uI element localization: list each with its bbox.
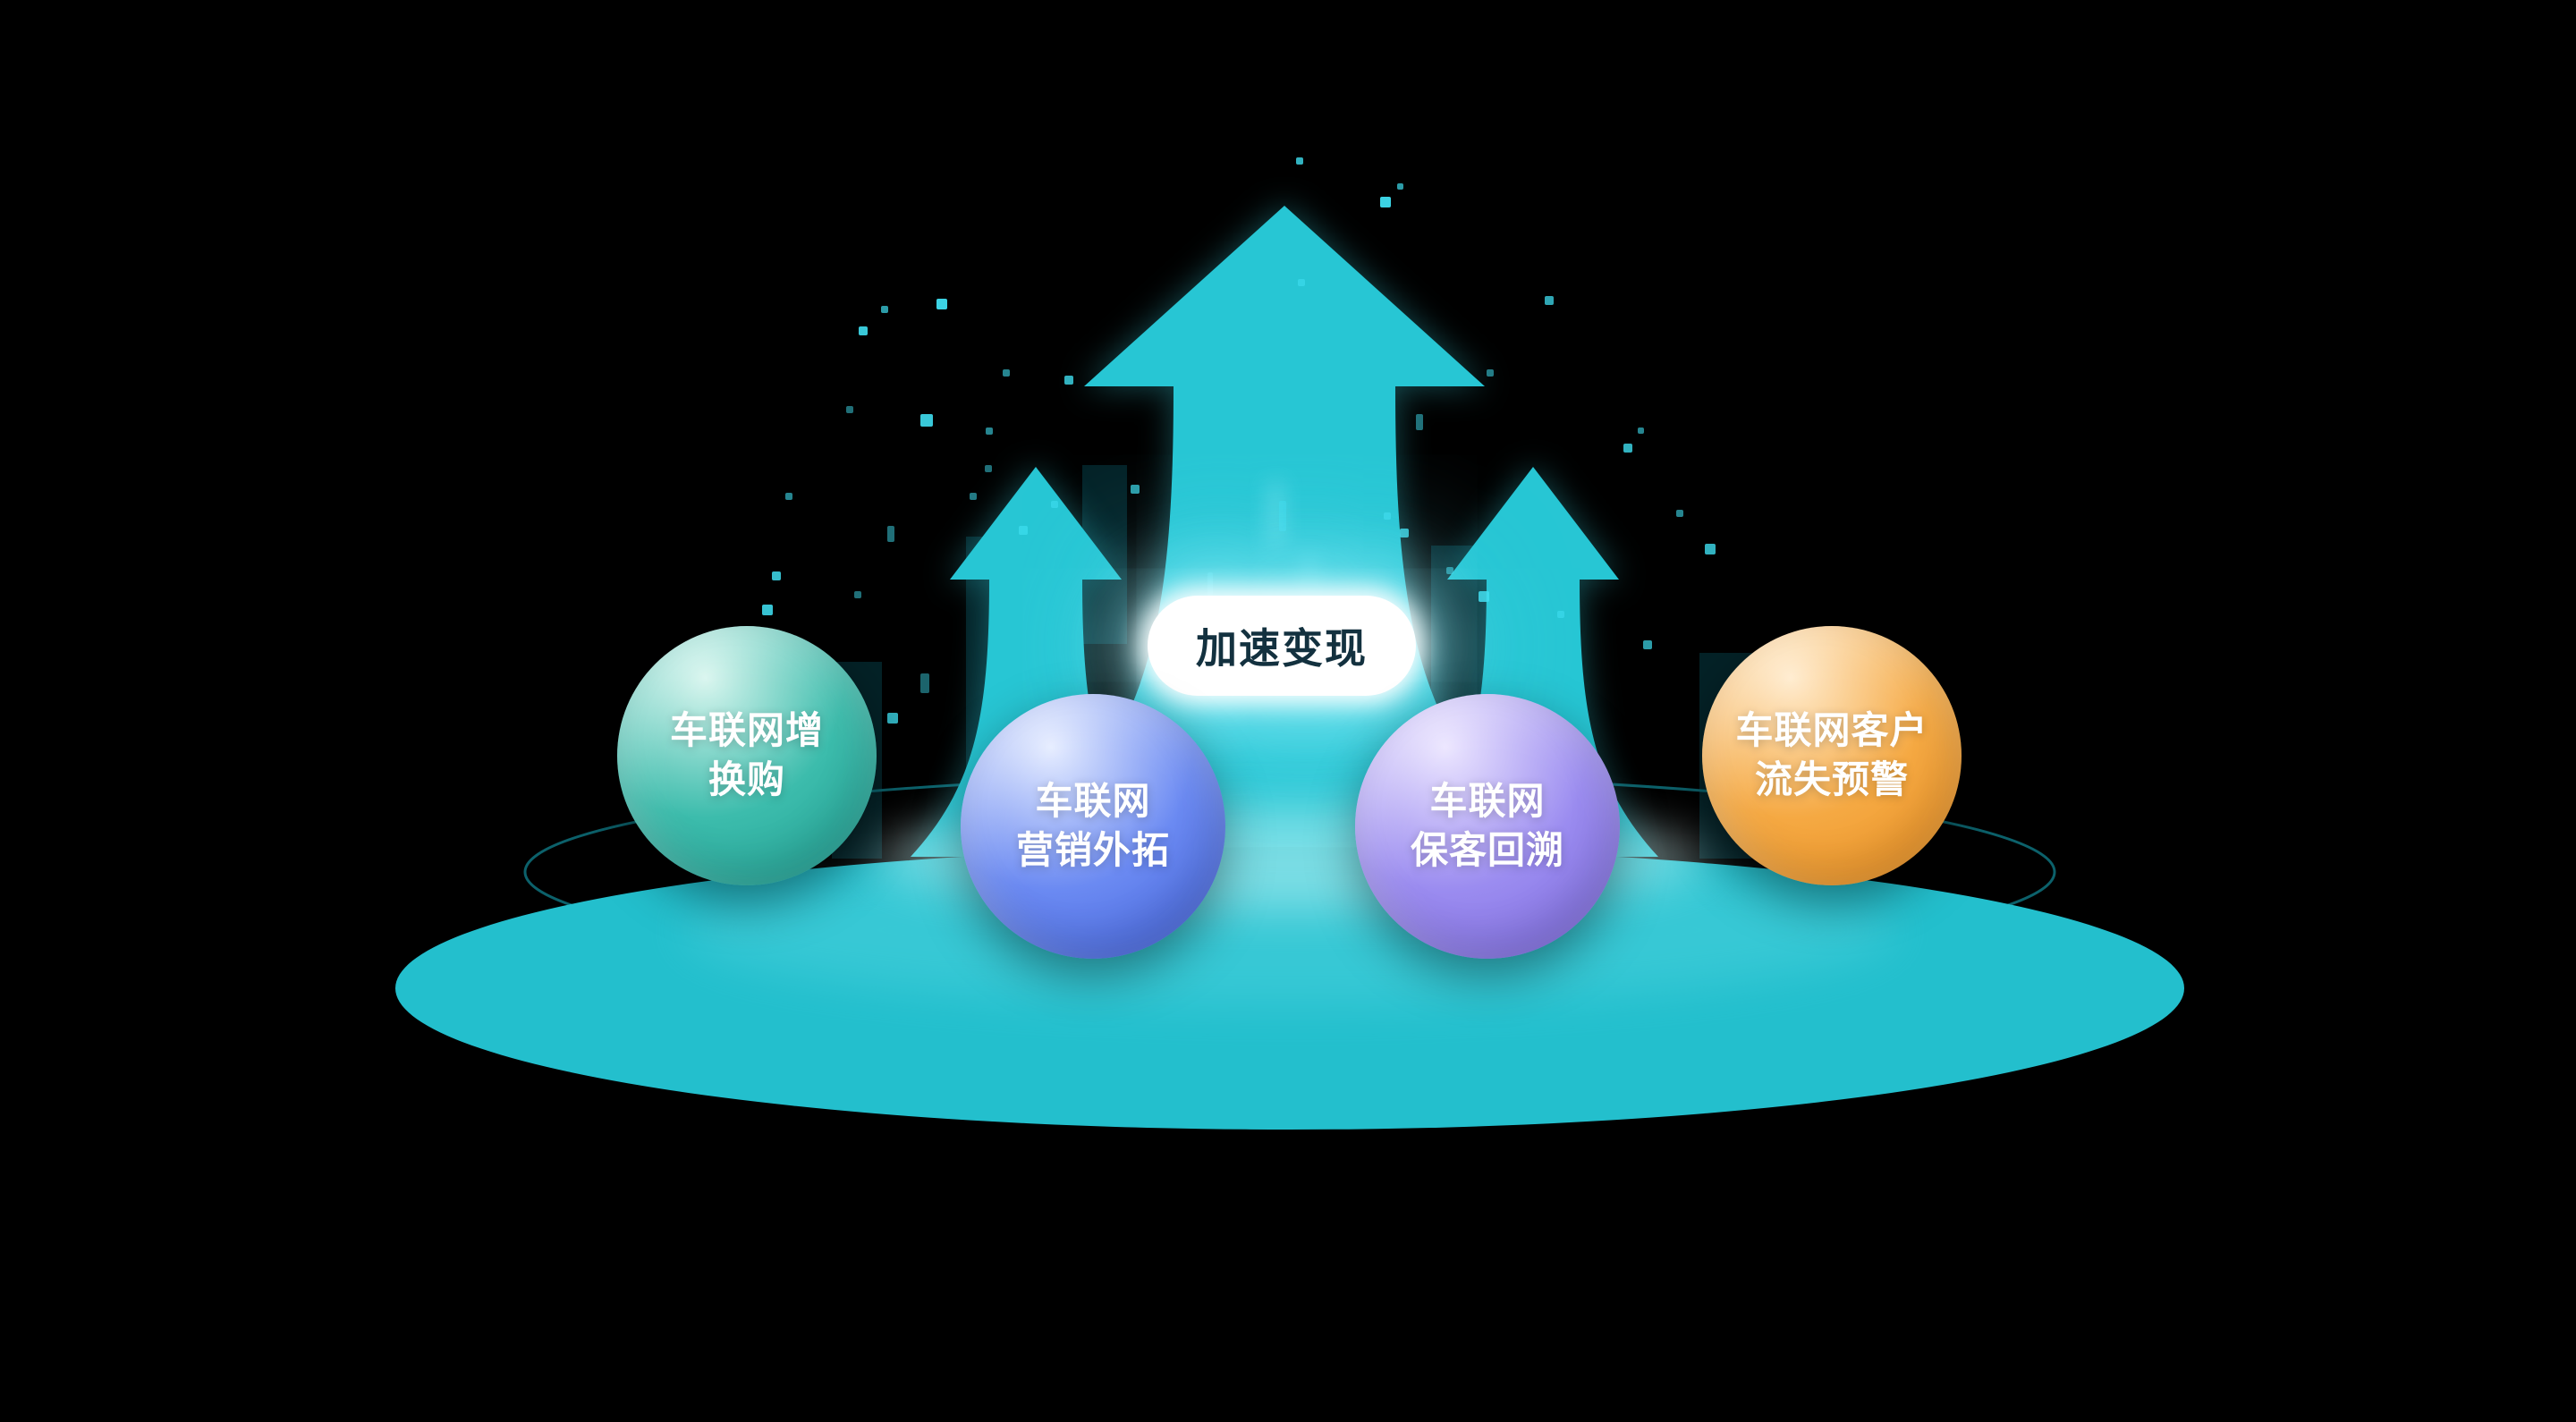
sphere-line: 营销外拓 — [1015, 829, 1170, 871]
particle-dot — [887, 526, 894, 542]
particle-dot — [1019, 526, 1028, 535]
particle-dot — [854, 591, 861, 598]
sphere-text: 车联网客户 流失预警 — [1735, 707, 1928, 804]
sphere-line: 换购 — [708, 758, 785, 800]
particle-dot — [1279, 501, 1286, 531]
center-label-text: 加速变现 — [1196, 625, 1368, 672]
particle-dot — [920, 414, 933, 427]
center-label: 加速变现 — [1148, 596, 1416, 696]
particle-dot — [1064, 376, 1073, 385]
sphere-text: 车联网 营销外拓 — [1016, 777, 1170, 875]
particle-dot — [881, 306, 888, 313]
particle-dot — [1296, 157, 1303, 165]
sphere-line: 流失预警 — [1754, 758, 1909, 800]
particle-dot — [1643, 640, 1652, 649]
particle-dot — [1397, 183, 1403, 190]
particle-dot — [1131, 485, 1140, 494]
sphere-text: 车联网增 换购 — [670, 707, 824, 804]
particle-dot — [1623, 444, 1632, 453]
sphere-line: 车联网客户 — [1735, 709, 1928, 752]
particle-dot — [859, 326, 868, 335]
particle-dot — [1400, 529, 1409, 537]
particle-dot — [1676, 510, 1683, 517]
particle-dot — [986, 427, 993, 435]
sphere-telematics-churn-warning: 车联网客户 流失预警 — [1702, 626, 1962, 885]
particle-dot — [1003, 369, 1010, 377]
particle-dot — [1051, 501, 1058, 508]
particle-dot — [1380, 197, 1391, 207]
particle-dot — [1384, 512, 1391, 520]
particle-dot — [1487, 369, 1494, 377]
sphere-line: 保客回溯 — [1410, 829, 1564, 871]
sphere-line: 车联网 — [1035, 780, 1151, 823]
particle-dot — [772, 571, 781, 580]
particle-dot — [785, 493, 792, 500]
particle-dot — [1557, 611, 1564, 618]
particle-dot — [887, 713, 898, 724]
particle-dot — [1446, 567, 1453, 574]
particle-dot — [1298, 279, 1305, 286]
particle-dot — [846, 406, 853, 413]
sphere-telematics-marketing: 车联网 营销外拓 — [961, 694, 1225, 959]
center-arrow — [1016, 206, 1553, 851]
sphere-telematics-retention: 车联网 保客回溯 — [1355, 694, 1620, 959]
sphere-line: 车联网 — [1429, 780, 1546, 823]
particle-dot — [920, 673, 929, 693]
particle-dot — [1545, 296, 1554, 305]
particle-dot — [1479, 591, 1489, 602]
particle-dot — [985, 465, 992, 472]
particle-dot — [762, 605, 773, 615]
sphere-text: 车联网 保客回溯 — [1411, 777, 1564, 875]
particle-dot — [936, 299, 947, 309]
particle-dot — [1705, 544, 1716, 554]
sphere-telematics-tradein: 车联网增 换购 — [617, 626, 877, 885]
particle-dot — [1416, 414, 1423, 430]
particle-dot — [1638, 427, 1644, 434]
particle-dot — [970, 493, 977, 500]
particle-dot — [1208, 572, 1213, 596]
sphere-line: 车联网增 — [669, 709, 824, 752]
